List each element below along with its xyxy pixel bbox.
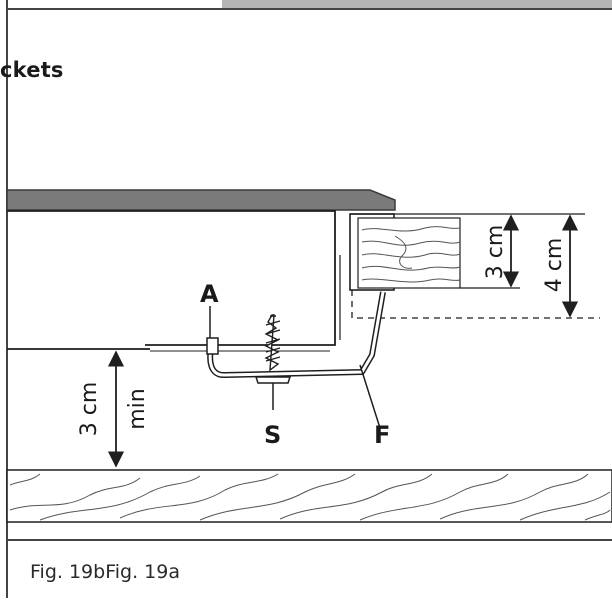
- worktop-section: [349, 213, 461, 291]
- figure-caption: Fig. 19bFig. 19a: [30, 561, 180, 583]
- label-a: A: [200, 280, 219, 308]
- dashed-depth-line: [351, 290, 600, 319]
- tab-a: [206, 337, 219, 355]
- hob-top-plate: [6, 189, 396, 211]
- dim-clearance-qualifier: min: [125, 388, 150, 430]
- dim-clearance-label: 3 cm: [77, 382, 102, 437]
- section-heading: ckets: [0, 58, 64, 82]
- hob-body: [7, 210, 336, 350]
- floor-section: [6, 469, 612, 523]
- leader-f: [359, 364, 381, 429]
- dim-4cm-label: 4 cm: [542, 238, 567, 293]
- label-f: F: [374, 421, 390, 449]
- screw-s: [254, 314, 292, 410]
- floor-grain: [9, 473, 611, 521]
- bracket-f: [207, 291, 386, 378]
- label-s: S: [264, 421, 281, 449]
- top-tab: [222, 0, 612, 9]
- dim-3cm-label: 3 cm: [483, 225, 508, 280]
